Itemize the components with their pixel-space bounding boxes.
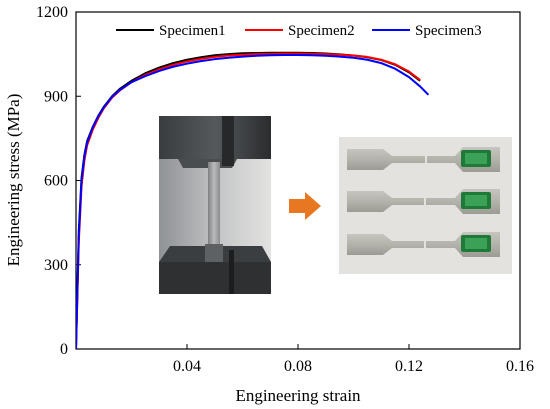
x-tick-label: 0.16	[506, 358, 534, 375]
legend-label: Specimen2	[288, 23, 355, 39]
fractured-specimens-photo	[339, 137, 512, 274]
x-axis-label: Engineering strain	[235, 386, 361, 405]
tensile-test-photo	[159, 116, 271, 294]
x-tick-label: 0.04	[173, 358, 201, 375]
series-layer	[76, 51, 430, 349]
y-tick-label: 900	[44, 88, 68, 105]
fractured-specimen-2	[347, 189, 500, 214]
y-tick-label: 0	[60, 341, 68, 358]
fractured-specimen-1	[347, 147, 500, 172]
legend-label: Specimen1	[159, 23, 226, 39]
fractured-specimen-3	[347, 232, 500, 257]
x-tick-label: 0.12	[395, 358, 423, 375]
y-axis-label: Engineering stress (MPa)	[4, 94, 23, 267]
x-axis-ticks: 0.04 0.08 0.12 0.16	[173, 344, 534, 375]
y-axis-ticks: 0 300 600 900 1200	[36, 4, 81, 358]
y-tick-label: 1200	[36, 4, 68, 21]
y-tick-label: 600	[44, 173, 68, 190]
legend: Specimen1 Specimen2 Specimen3	[116, 23, 482, 39]
series-line-specimen3	[76, 53, 430, 349]
arrow-icon	[289, 192, 321, 220]
x-tick-label: 0.08	[284, 358, 312, 375]
y-tick-label: 300	[44, 257, 68, 274]
legend-label: Specimen3	[415, 23, 482, 39]
